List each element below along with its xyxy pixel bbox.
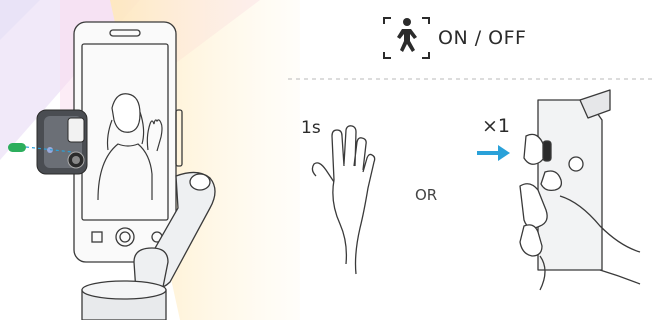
or-separator: OR (415, 186, 437, 204)
press-arrow-icon (477, 145, 510, 161)
page-title: ON / OFF (438, 27, 526, 49)
hand-pressing-button (520, 90, 640, 290)
gesture-duration-label: 1s (301, 118, 321, 138)
person-walking-icon (384, 18, 429, 58)
status-light-icon (8, 143, 26, 152)
raised-hand-gesture (312, 126, 374, 274)
smartphone (74, 22, 182, 262)
press-count-label: ×1 (482, 115, 510, 137)
